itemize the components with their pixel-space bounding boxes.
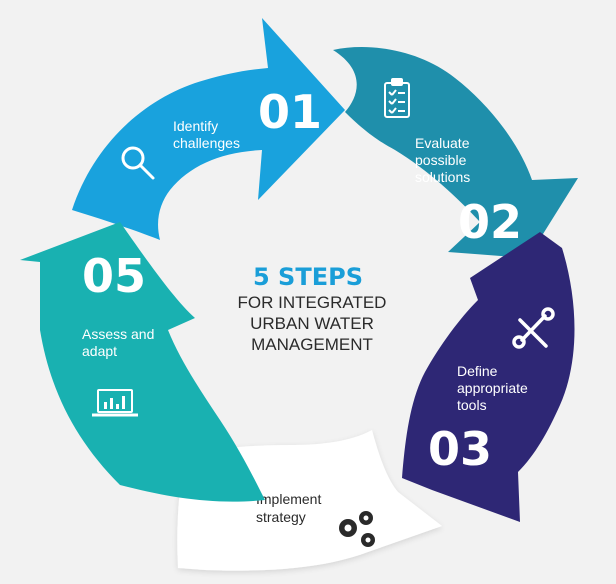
center-subtitle-line-2: URBAN WATER: [250, 314, 374, 333]
step-03-arrow: 03 Define appropriate tools: [402, 232, 575, 522]
search-icon: [121, 146, 155, 180]
step-01-number: 01: [258, 85, 322, 139]
wrench-screwdriver-icon: [512, 307, 555, 349]
step-01-label: Identify challenges: [173, 118, 240, 151]
step-01-shape: [72, 18, 345, 240]
step-02-arrow: 02 Evaluate possible solutions: [333, 47, 578, 259]
clipboard-checklist-icon: [384, 78, 410, 118]
center-title: 5 STEPS: [253, 263, 363, 291]
step-02-number: 02: [458, 195, 522, 249]
step-05-label: Assess and adapt: [82, 326, 158, 359]
center-title-block: 5 STEPS FOR INTEGRATED URBAN WATER MANAG…: [238, 263, 387, 354]
center-subtitle-line-1: FOR INTEGRATED: [238, 293, 387, 312]
laptop-chart-icon: [92, 389, 138, 417]
step-05-number: 05: [82, 249, 146, 303]
step-05-shape: [20, 222, 265, 502]
gears-icon: [339, 511, 375, 547]
step-02-label: Evaluate possible solutions: [415, 135, 473, 185]
step-01-arrow: 01 Identify challenges: [72, 18, 345, 240]
step-03-shape: [402, 232, 575, 522]
center-subtitle-line-3: MANAGEMENT: [251, 335, 373, 354]
step-04-label: Implement strategy: [256, 491, 325, 525]
step-03-label: Define appropriate tools: [457, 363, 532, 413]
step-05-arrow: 05 Assess and adapt: [20, 222, 265, 502]
step-03-number: 03: [428, 422, 492, 476]
